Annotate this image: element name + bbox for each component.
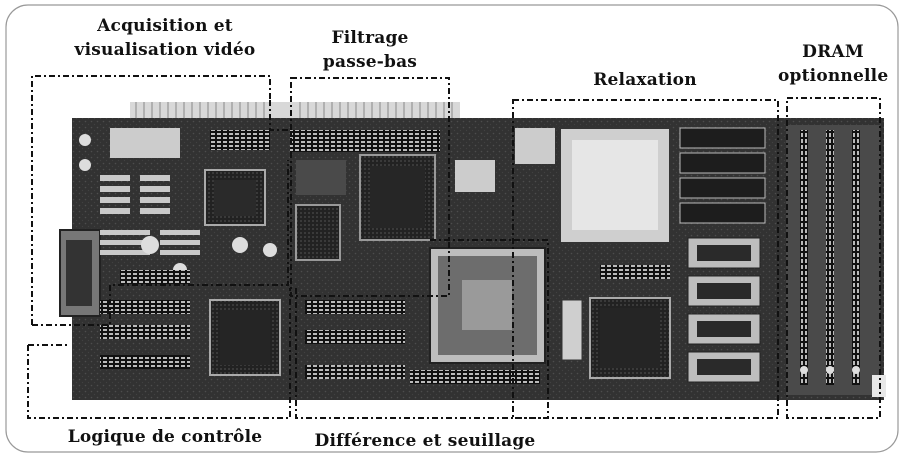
component-regulator [455,160,495,192]
region-dram [786,97,881,419]
region-difference [295,240,549,419]
component-header [110,128,180,158]
label-filtrage-line2: passe-bas [322,52,418,72]
label-acquisition-line1: Acquisition et [97,16,233,36]
region-relaxation [512,99,779,419]
dram-socket-2 [826,130,834,385]
dram-socket-3 [852,130,860,385]
label-dram-line1: DRAM [802,42,864,62]
outer-frame [5,4,899,453]
label-dram-line2: optionnelle [778,66,889,86]
dram-socket-1 [800,130,808,385]
label-logique: Logique de contrôle [67,427,263,447]
label-relaxation: Relaxation [593,70,697,90]
label-acquisition-line2: visualisation vidéo [74,40,256,60]
label-dram: DRAM optionnelle [778,40,888,88]
label-difference: Différence et seuillage [314,431,536,451]
label-acquisition: Acquisition et visualisation vidéo [70,14,260,62]
region-filtrage [290,77,450,297]
label-filtrage: Filtrage passe-bas [300,26,440,74]
label-filtrage-line1: Filtrage [331,28,409,48]
component-oscillator [515,128,555,164]
region-acquisition [31,75,271,325]
edge-connector [130,102,460,122]
